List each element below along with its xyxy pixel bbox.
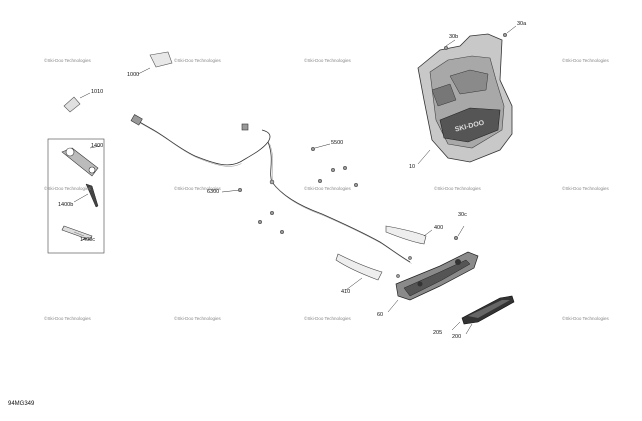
watermark: ©Ski-Doo Technologies (44, 316, 91, 321)
watermark: ©Ski-Doo Technologies (562, 186, 609, 191)
watermark: ©Ski-Doo Technologies (44, 58, 91, 63)
callout-30a: 30a (517, 21, 527, 27)
wiring-harness (135, 119, 412, 264)
spark-plug-wrench (61, 147, 99, 177)
watermark: ©Ski-Doo Technologies (304, 58, 351, 63)
fasteners (237, 146, 359, 235)
watermark: ©Ski-Doo Technologies (304, 186, 351, 191)
callout-60: 60 (377, 312, 384, 318)
decal-410 (335, 253, 383, 281)
allen-key (85, 183, 99, 208)
callout-400: 400 (434, 225, 444, 231)
light-grille (461, 295, 515, 325)
watermark: ©Ski-Doo Technologies (562, 58, 609, 63)
watermark: ©Ski-Doo Technologies (434, 186, 481, 191)
decal-1000 (149, 51, 173, 68)
callout-1400: 1400 (91, 143, 104, 149)
callout-205: 205 (433, 330, 443, 336)
callout-5500: 5500 (331, 140, 344, 146)
callout-410: 410 (341, 289, 351, 295)
callout-30c: 30c (458, 212, 467, 218)
decal-400 (385, 225, 427, 245)
harness-connector-2 (241, 123, 249, 131)
callout-1400b: 1400b (58, 202, 74, 208)
hood-panel: SKI-DOO (417, 33, 513, 163)
callout-30b: 30b (449, 34, 459, 40)
bolt-30b (443, 45, 449, 51)
watermark: ©Ski-Doo Technologies (174, 58, 221, 63)
figure-id: 94MG349 (8, 401, 35, 407)
callout-6300: 6300 (207, 189, 220, 195)
bolt-30a (502, 32, 508, 38)
watermark: ©Ski-Doo Technologies (44, 186, 91, 191)
decal-1010 (63, 96, 81, 113)
callout-200: 200 (452, 334, 462, 340)
watermark: ©Ski-Doo Technologies (174, 186, 221, 191)
callout-1400c: 1400c (80, 237, 95, 243)
front-bumper (395, 251, 479, 301)
watermark: ©Ski-Doo Technologies (562, 316, 609, 321)
bolt-30c (453, 235, 459, 241)
callout-10: 10 (409, 164, 416, 170)
watermark: ©Ski-Doo Technologies (304, 316, 351, 321)
callout-1000: 1000 (127, 72, 140, 78)
watermark: ©Ski-Doo Technologies (174, 316, 221, 321)
tool-kit-frame (47, 138, 105, 254)
callout-1010: 1010 (91, 89, 104, 95)
harness-connector (130, 114, 143, 126)
